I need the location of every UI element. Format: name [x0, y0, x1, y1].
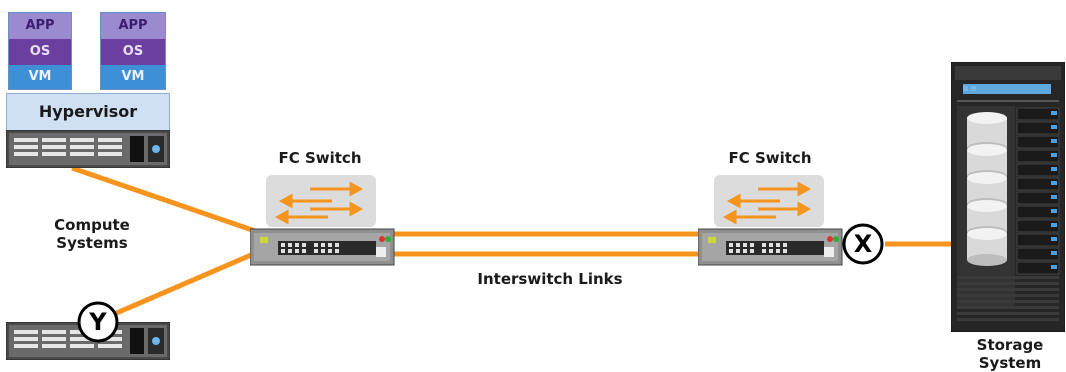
storage-array-icon: [951, 62, 1065, 332]
os-layer: OS: [101, 39, 165, 65]
fc-switch-icon: [698, 175, 843, 266]
compute-systems-label: Compute Systems: [32, 216, 152, 252]
vm-stack-2: APP OS VM: [100, 12, 166, 90]
left-fc-switch-label: FC Switch: [278, 149, 362, 167]
vm-layer: VM: [101, 65, 165, 89]
vm-stack-1: APP OS VM: [8, 12, 72, 90]
link-host1-to-switch: [71, 165, 259, 235]
compute-label-line1: Compute: [54, 216, 130, 234]
right-fc-switch-label: FC Switch: [728, 149, 812, 167]
vm-layer: VM: [9, 65, 71, 89]
disk-stack: [967, 112, 1007, 266]
storage-system-label: Storage System: [960, 336, 1060, 372]
link-host2-to-switch: [104, 249, 259, 321]
y-marker-icon: Y: [77, 301, 119, 343]
storage-label-line1: Storage: [976, 336, 1044, 354]
app-layer: APP: [101, 13, 165, 39]
hypervisor-bar: Hypervisor: [6, 93, 170, 131]
x-marker-icon: X: [842, 223, 884, 265]
compute-label-line2: Systems: [56, 234, 128, 252]
storage-label-line2: System: [978, 354, 1042, 372]
app-layer: APP: [9, 13, 71, 39]
interswitch-links-label: Interswitch Links: [477, 270, 623, 288]
os-layer: OS: [9, 39, 71, 65]
y-marker-text: Y: [88, 308, 107, 336]
server-icon: [6, 130, 170, 168]
fc-switch-icon: [250, 175, 395, 266]
hypervisor-label: Hypervisor: [38, 102, 138, 121]
x-marker-text: X: [854, 230, 873, 258]
